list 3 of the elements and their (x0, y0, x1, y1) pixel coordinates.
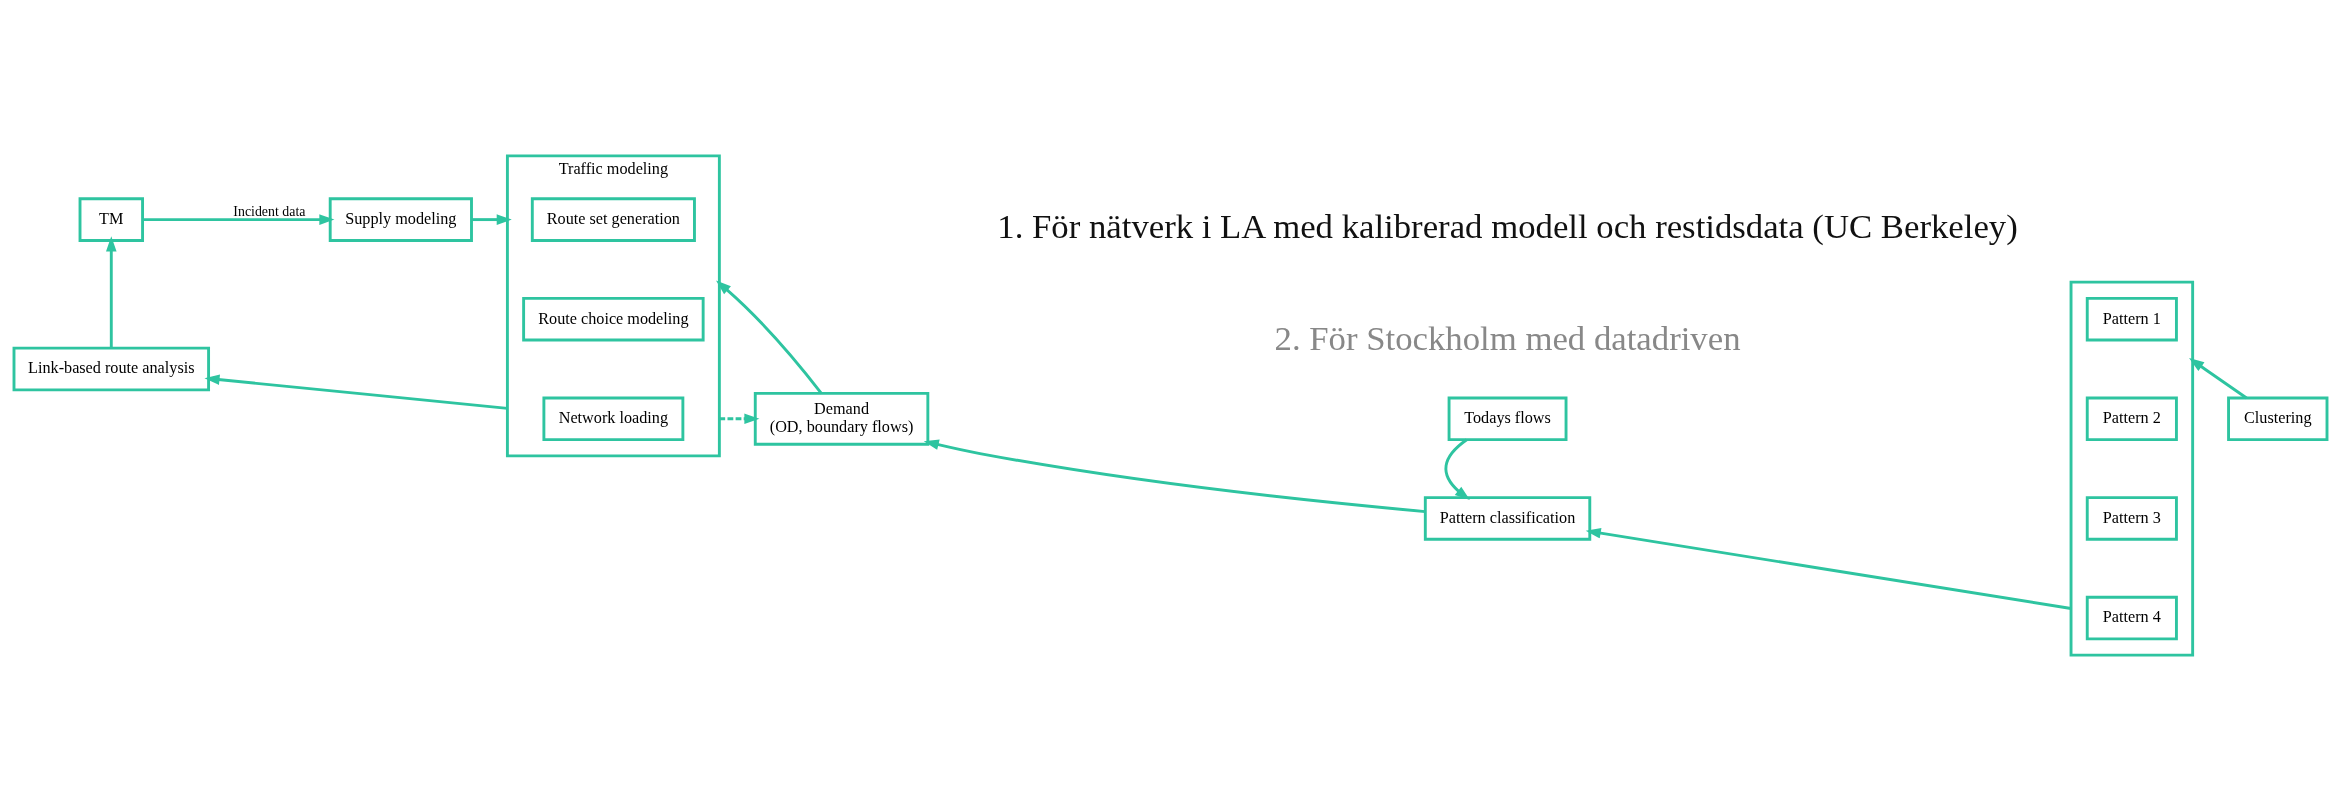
label: 2. För Stockholm med datadriven (1274, 318, 1741, 358)
label: 1. För nätverk i LA med kalibrerad modell och restidsdata (UC Berkeley) (997, 206, 2018, 246)
edge-label: Incident data (233, 203, 306, 219)
